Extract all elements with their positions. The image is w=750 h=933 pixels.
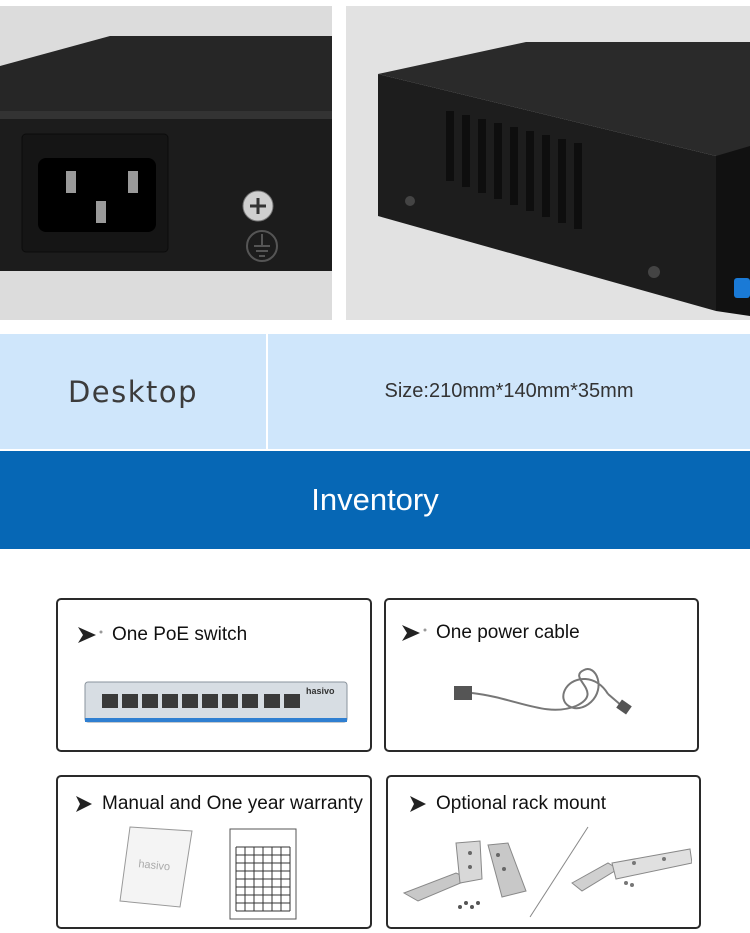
card-title-rack: Optional rack mount xyxy=(408,793,606,815)
inventory-title: Inventory xyxy=(311,482,439,517)
inventory-card-switch: One PoE switch hasivo xyxy=(56,598,372,752)
inventory-banner: Inventory xyxy=(0,451,750,549)
inventory-card-cable: One power cable xyxy=(384,598,699,752)
power-socket-illustration xyxy=(0,36,332,271)
switch-side-illustration xyxy=(378,42,750,316)
card-label: One PoE switch xyxy=(112,624,248,645)
manual-logo: hasivo xyxy=(138,858,171,873)
card-label: One power cable xyxy=(436,622,580,643)
card-label: Optional rack mount xyxy=(436,793,607,814)
card-title-cable: One power cable xyxy=(400,622,580,644)
model-type-label: Desktop xyxy=(67,374,199,409)
rack-mount-image xyxy=(402,826,692,918)
arrow-icon xyxy=(76,796,92,812)
size-label: Size:210mm*140mm*35mm xyxy=(384,380,634,402)
spec-row: Desktop Size:210mm*140mm*35mm xyxy=(0,334,750,449)
manual-warranty-image: hasivo xyxy=(119,826,297,920)
inventory-card-rack: Optional rack mount xyxy=(386,775,701,929)
card-title-switch: One PoE switch xyxy=(76,624,247,646)
switch-logo: hasivo xyxy=(306,686,335,696)
spec-divider xyxy=(266,334,268,449)
card-label: Manual and One year warranty xyxy=(102,793,363,814)
poe-switch-image: hasivo xyxy=(84,681,348,723)
product-photo-side-view xyxy=(346,6,750,320)
arrow-icon xyxy=(78,627,103,643)
power-cable-image xyxy=(454,668,632,715)
arrow-icon xyxy=(410,796,426,812)
product-photo-power-side xyxy=(0,6,332,320)
arrow-icon xyxy=(402,625,427,641)
card-title-manual: Manual and One year warranty xyxy=(74,793,363,815)
inventory-card-manual: Manual and One year warranty hasivo xyxy=(56,775,372,929)
